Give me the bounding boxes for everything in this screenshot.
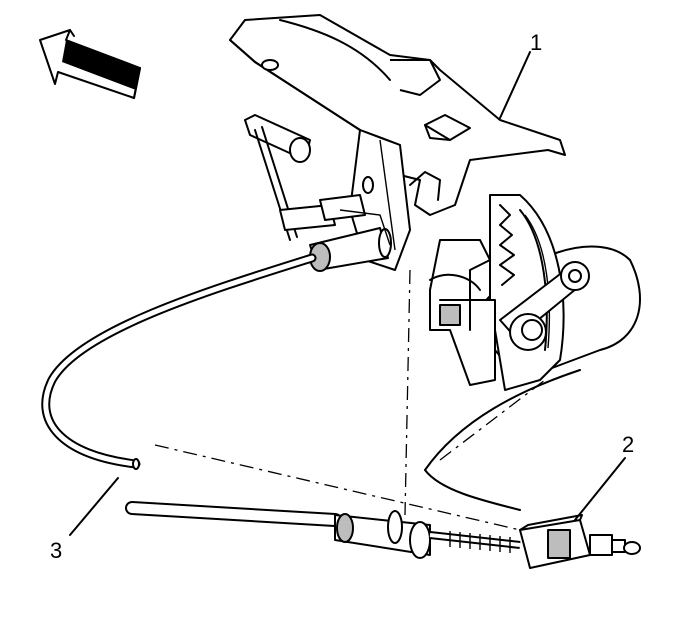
cable-conduit (41, 253, 317, 470)
release-linkage (499, 261, 590, 351)
leader-lines (69, 51, 626, 536)
routing-lines (154, 269, 546, 531)
lower-cable (125, 501, 521, 559)
callout-3: 3 (50, 538, 62, 563)
pedal-lever (429, 239, 496, 386)
lever-arm (244, 114, 366, 241)
callout-2: 2 (622, 432, 634, 457)
cable-end-fitting (309, 209, 392, 272)
arrow-up-left-icon (39, 29, 141, 99)
callout-1: 1 (530, 30, 542, 55)
cable-connector (519, 514, 641, 569)
ratchet-quadrant (489, 194, 565, 391)
